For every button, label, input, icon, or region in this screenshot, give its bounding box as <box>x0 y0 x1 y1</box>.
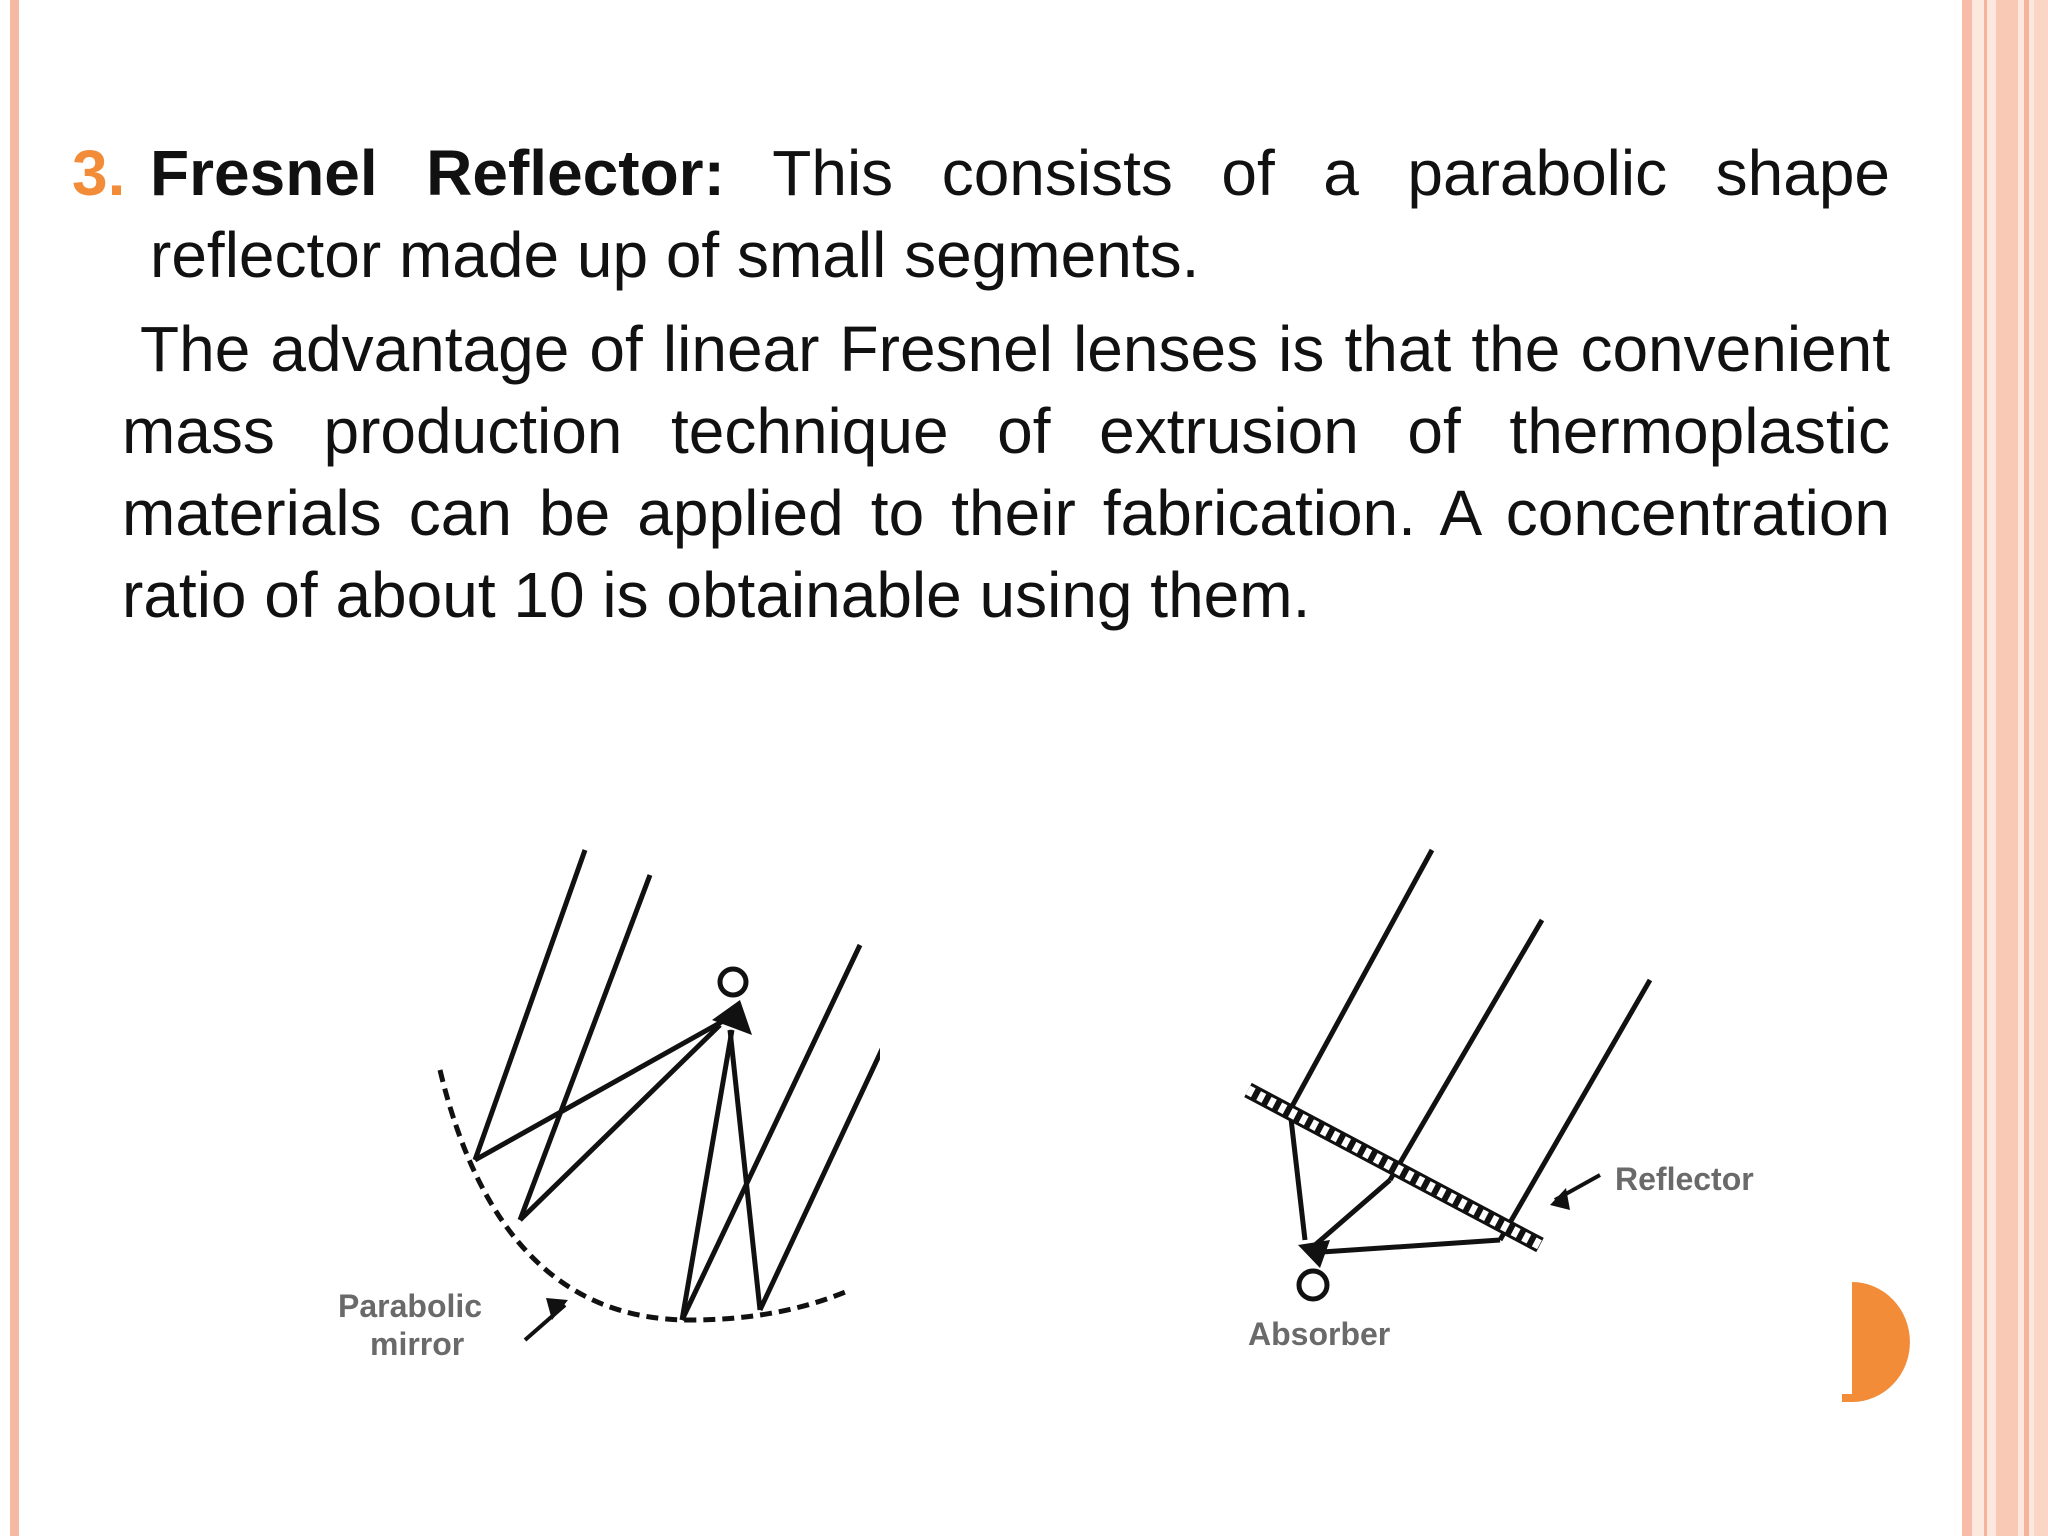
parabolic-mirror-diagram: Parabolic mirror <box>320 820 923 1425</box>
slide-text: 3. Fresnel Reflector: This consists of a… <box>72 132 1890 636</box>
reflector-label: Reflector <box>1615 1161 1754 1197</box>
segmented-reflector <box>1244 1082 1544 1253</box>
fresnel-reflector-diagram: Reflector Absorber <box>1230 820 1810 1385</box>
point-number: 3. <box>72 137 126 209</box>
left-border <box>10 0 19 1536</box>
parabolic-label-line1: Parabolic <box>338 1288 482 1324</box>
right-decorative-stripes <box>1962 0 2048 1536</box>
point-body: Fresnel Reflector: This consists of a pa… <box>150 132 1890 296</box>
absorber-tube-icon <box>717 966 749 998</box>
absorber-icon <box>1296 1268 1330 1302</box>
parabolic-mirror-curve <box>437 1069 851 1323</box>
body-paragraph: The advantage of linear Fresnel lenses i… <box>122 313 1890 631</box>
parabolic-mirror-figure: Parabolic mirror <box>338 849 923 1362</box>
numbered-point: 3. Fresnel Reflector: This consists of a… <box>72 132 1890 296</box>
point-title: Fresnel Reflector: <box>150 137 725 209</box>
absorber-label: Absorber <box>1248 1316 1390 1352</box>
fresnel-reflector-figure: Reflector Absorber <box>1244 848 1754 1352</box>
next-slide-button[interactable] <box>1842 1282 1954 1402</box>
half-circle-icon <box>1842 1282 1910 1402</box>
parabolic-label-line2: mirror <box>370 1326 464 1362</box>
point-text: This consists of a parabolic shape refle… <box>150 137 1891 291</box>
